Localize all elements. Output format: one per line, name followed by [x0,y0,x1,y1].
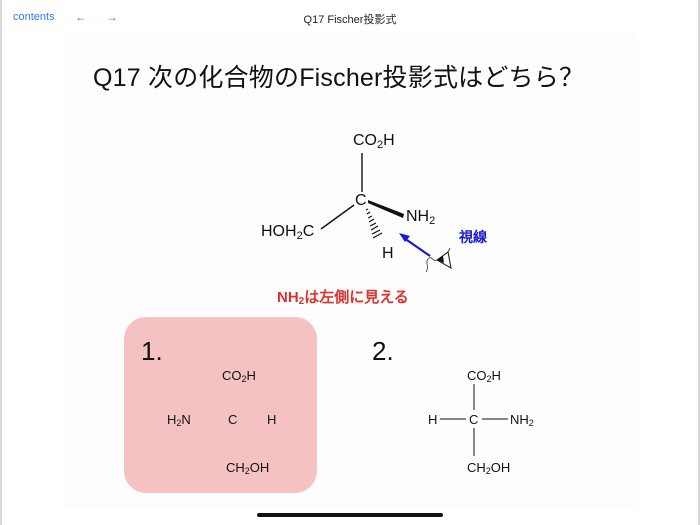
choice-2-left: H [428,412,438,427]
wedge-bold-group: NH2 [406,208,436,227]
wedge-center-carbon: C [355,192,367,209]
choice-2-top: CO2H [467,368,501,384]
wedge-hashed-group: H [382,245,394,262]
home-indicator[interactable] [257,513,443,517]
choice-1-top: CO2H [222,368,256,384]
contents-link[interactable]: contents [13,11,55,23]
page-title: Q17 Fischer投影式 [303,14,397,26]
choice-2-right: NH2 [510,412,534,428]
choice-2-number: 2. [372,336,394,366]
back-arrow-icon[interactable]: ← [75,10,87,24]
hint-note: NH2は左側に見える [277,289,409,307]
viewpoint-label: 視線 [459,229,487,245]
choice-2-bottom: CH2OH [467,460,511,476]
top-bar: contents ← → Q17 Fischer投影式 [0,0,700,34]
left-edge [0,0,2,525]
wedge-top-group: CO2H [353,132,395,151]
right-edge [698,0,700,525]
choice-2-center: C [469,412,479,427]
choice-1-number: 1. [141,336,163,366]
forward-arrow-icon[interactable]: → [106,10,118,24]
choice-1-highlight[interactable] [124,317,317,493]
wedge-left-group: HOH2C [261,223,315,242]
choice-1-bottom: CH2OH [226,460,270,476]
question-title: Q17 次の化合物のFischer投影式はどちら？ [93,64,585,92]
choice-1-left: H2N [167,412,191,428]
choice-1-right: H [267,412,277,427]
choice-1-center: C [228,412,238,427]
eye-icon [425,247,452,273]
